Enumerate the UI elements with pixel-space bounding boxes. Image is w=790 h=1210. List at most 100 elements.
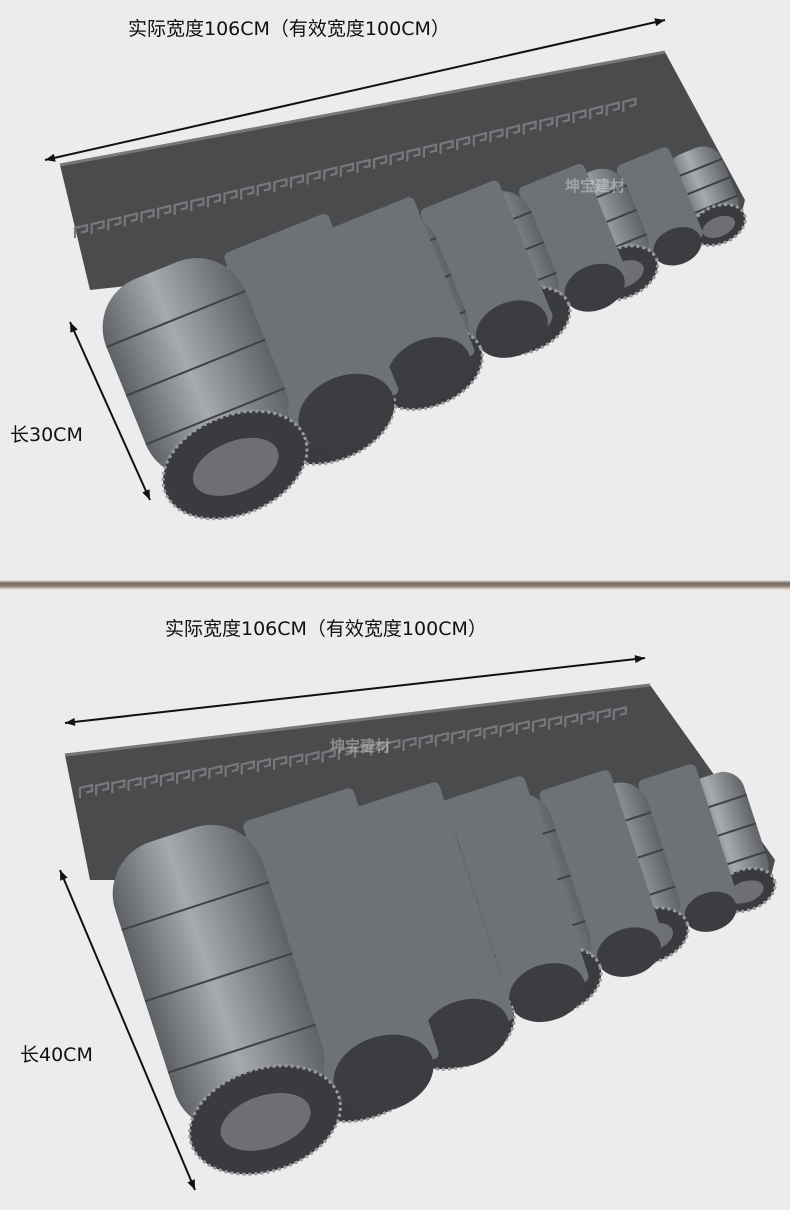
watermark: 坤宝建材 (330, 737, 391, 755)
length-dimension-arrow (59, 869, 196, 1191)
arrow-head (45, 153, 56, 162)
meander-motif (173, 200, 188, 216)
end-cap-ornament (192, 437, 279, 496)
product-image-40cm: 实际宽度106CM（有效宽度100CM） 长40CM 坤宝建材 (0, 590, 790, 1210)
drip-end (596, 927, 661, 977)
meander-motif (489, 128, 504, 143)
meander-motif (289, 753, 304, 768)
meander-motif (434, 731, 449, 747)
channel-tile (440, 776, 589, 1007)
meander-motif (78, 783, 94, 798)
meander-motif (156, 204, 172, 219)
meander-motif (73, 223, 89, 238)
meander-motif (256, 757, 272, 773)
meander-motif (140, 208, 155, 223)
meander-motif (143, 774, 158, 789)
drip-end (509, 963, 586, 1022)
meander-motif (190, 196, 205, 212)
meander-motif (622, 97, 637, 112)
meander-motif (472, 131, 487, 147)
meander-motif (467, 727, 482, 742)
meander-motif (208, 764, 223, 780)
meander-motif (386, 738, 401, 754)
meander-motif (256, 181, 271, 196)
channel-tile (243, 788, 439, 1092)
meander-motif (505, 124, 521, 139)
length-label: 长30CM (10, 424, 83, 446)
tile-seam (106, 289, 246, 348)
meander-motif (289, 173, 305, 189)
meander-motif (531, 717, 547, 733)
meander-motif (548, 715, 563, 730)
width-label: 实际宽度106CM（有效宽度100CM） (128, 18, 450, 40)
meander-motif (240, 760, 255, 775)
meander-motif (111, 778, 126, 794)
product-image-30cm: 实际宽度106CM（有效宽度100CM） 长30CM 坤宝建材 (0, 0, 790, 580)
meander-motif (389, 150, 404, 166)
meander-motif (589, 105, 604, 120)
tile-eave-drawing (59, 655, 777, 1191)
channel-tile (539, 770, 664, 964)
meander-motif (305, 750, 320, 766)
meander-motif (356, 158, 371, 173)
width-dimension-arrow (44, 19, 666, 161)
end-cap-ornament (220, 1093, 311, 1151)
meander-motif (224, 762, 239, 777)
meander-motif (90, 219, 105, 235)
meander-motif (418, 734, 433, 749)
arrow-head (65, 717, 76, 726)
watermark: 坤宝建材 (565, 177, 626, 195)
meander-motif (515, 720, 530, 735)
meander-motif (422, 143, 438, 158)
tile-seam (167, 1023, 316, 1074)
meander-motif (402, 736, 417, 751)
meander-motif (353, 743, 369, 758)
meander-motif (159, 771, 174, 787)
meander-motif (596, 708, 611, 723)
meander-motif (206, 193, 222, 208)
drip-end (475, 300, 548, 358)
meander-motif (522, 120, 537, 135)
meander-motif (612, 705, 627, 721)
length-dimension-arrow (69, 321, 151, 501)
width-dimension-arrow (64, 657, 646, 724)
divider (0, 580, 790, 590)
meander-motif (337, 745, 352, 761)
drip-end (387, 337, 471, 404)
tile-eave-drawing (44, 18, 747, 521)
arrow-head (654, 18, 665, 27)
tile-seam (125, 338, 266, 397)
meander-motif (605, 101, 620, 116)
meander-motif (321, 748, 336, 763)
wall-top-edge (59, 50, 666, 167)
meander-motif (580, 710, 595, 726)
meander-motif (223, 189, 238, 204)
drip-end (333, 1034, 434, 1113)
tile-seam (121, 881, 270, 931)
arrow-head (634, 655, 645, 664)
end-cap-ornament (702, 215, 736, 238)
tile-seam (145, 387, 286, 446)
arrow-head (60, 870, 68, 881)
width-label: 实际宽度106CM（有效宽度100CM） (165, 618, 487, 640)
meander-motif (175, 769, 191, 784)
arrow-head (70, 322, 78, 333)
drip-end (684, 891, 737, 932)
meander-motif (107, 215, 122, 231)
meander-motif (123, 212, 138, 227)
length-label: 长40CM (20, 1044, 93, 1066)
meander-motif (127, 776, 142, 791)
meander-motif (555, 112, 571, 128)
meander-motif (273, 177, 288, 193)
drip-end (421, 998, 510, 1068)
arrow-head (187, 1179, 195, 1190)
meander-motif (306, 170, 321, 185)
wall-top-edge (64, 683, 651, 757)
meander-motif (450, 729, 466, 744)
meander-motif (373, 154, 388, 170)
meander-motif (370, 741, 385, 756)
meander-motif (240, 185, 255, 200)
meander-motif (564, 713, 579, 728)
roof-tile-column (102, 213, 399, 521)
meander-motif (192, 767, 207, 782)
